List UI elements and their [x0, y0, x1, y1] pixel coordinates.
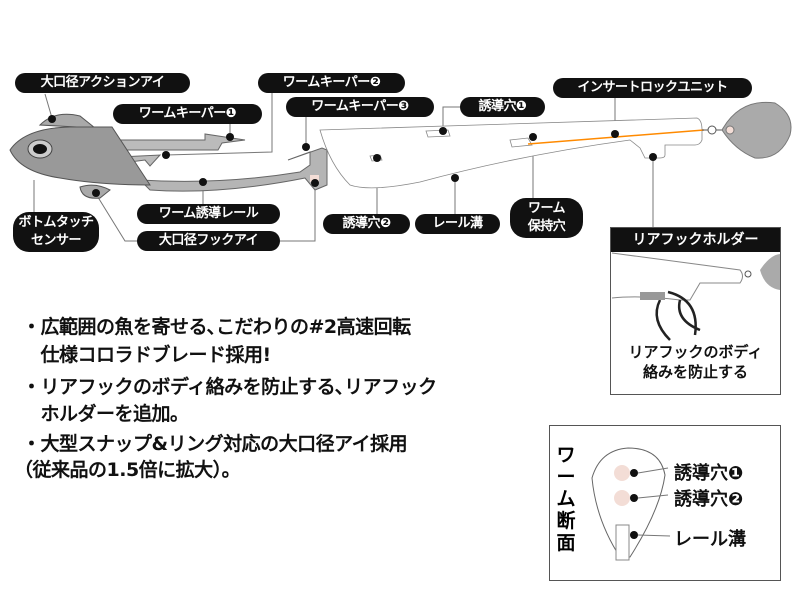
feature-line: 仕様コロラドブレード採用!: [22, 344, 272, 366]
label-rail-groove: レール溝: [415, 214, 500, 234]
title-char: 断: [556, 510, 576, 532]
worm-cross-section: [591, 447, 671, 561]
label-insert-lock-unit: インサートロックユニット: [553, 78, 752, 98]
caption-line: 絡みを防止する: [642, 363, 748, 381]
label-worm-guide-rail: ワーム誘導レール: [137, 204, 280, 224]
label-worm-keeper-2: ワームキーパー❷: [258, 73, 405, 93]
feature-line: （従来品の1.5倍に拡大）。: [14, 459, 241, 481]
colorado-blade: [702, 101, 792, 159]
label-worm-keeper-3: ワームキーパー❸: [286, 97, 434, 117]
title-char: ワ: [556, 444, 576, 466]
feature-line: ・リアフックのボディ絡みを防止する､リアフック: [22, 376, 437, 398]
rear-hook-holder-title: リアフックホルダー: [611, 228, 780, 252]
title-char: ム: [556, 488, 576, 510]
label-bottom-touch-sensor: ボトムタッチ センサー: [13, 212, 99, 252]
feature-line: ホルダーを追加。: [22, 403, 190, 425]
section-guide-hole-1: 誘導穴❶: [674, 463, 744, 484]
label-worm-hold-hole: ワーム 保持穴: [510, 198, 583, 238]
rear-hook-illustration: [611, 252, 780, 341]
label-line: ワーム: [527, 201, 566, 216]
worm-section-title: ワ ー ム 断 面: [555, 444, 577, 554]
rear-hook-caption: リアフックのボディ 絡みを防止する: [611, 342, 780, 382]
label-action-eye: 大口径アクションアイ: [15, 73, 190, 93]
section-rail-groove: レール溝: [674, 529, 746, 550]
title-char: 面: [556, 532, 576, 554]
feature-line: ・大型スナップ&リング対応の大口径アイ採用: [22, 433, 408, 455]
caption-line: リアフックのボディ: [628, 343, 763, 361]
label-line: センサー: [30, 233, 82, 248]
label-guide-hole-2: 誘導穴❷: [323, 214, 410, 234]
label-line: 保持穴: [527, 219, 566, 234]
worm-body: [319, 117, 703, 189]
jig-head: [9, 113, 328, 199]
worm-section-box: ワ ー ム 断 面 誘導穴❶ 誘導穴❷ レール溝: [549, 425, 781, 581]
label-worm-keeper-1: ワームキーパー❶: [113, 104, 262, 124]
label-hook-eye: 大口径フックアイ: [137, 231, 280, 251]
title-char: ー: [556, 466, 576, 488]
section-guide-hole-2: 誘導穴❷: [674, 489, 744, 510]
feature-line: ・広範囲の魚を寄せる､こだわりの#2高速回転: [22, 316, 411, 338]
label-line: ボトムタッチ: [18, 215, 94, 230]
label-guide-hole-1: 誘導穴❶: [460, 97, 545, 117]
rear-hook-holder-box: リアフックホルダー リアフックのボディ 絡みを防止する: [610, 227, 781, 395]
